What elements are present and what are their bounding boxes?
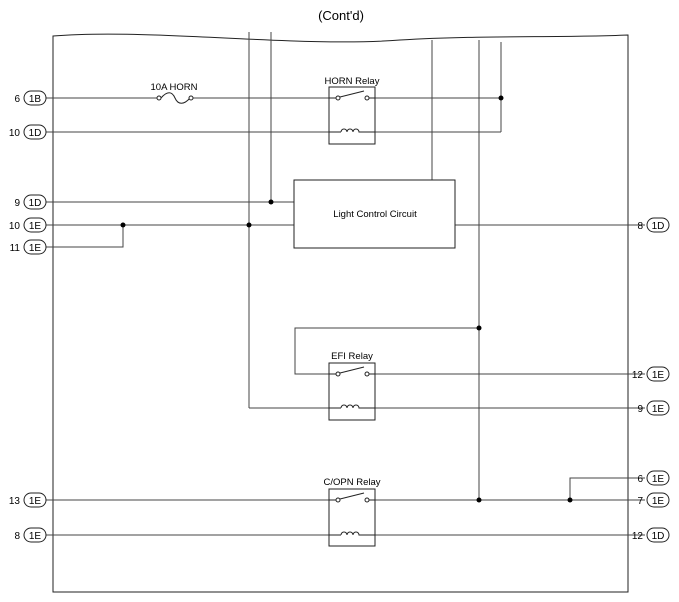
diagram-title: (Cont'd): [318, 8, 364, 23]
svg-text:1E: 1E: [652, 474, 665, 485]
svg-text:8: 8: [637, 221, 643, 232]
svg-text:1D: 1D: [652, 531, 665, 542]
horn-relay: [328, 86, 376, 145]
svg-text:6: 6: [14, 94, 20, 105]
light-control-label: Light Control Circuit: [333, 209, 417, 220]
left-connector-9-1d: 9 1D: [14, 194, 47, 210]
svg-text:1E: 1E: [652, 404, 665, 415]
svg-text:9: 9: [14, 198, 20, 209]
wire-1e6: [569, 477, 645, 500]
efi-relay-label: EFI Relay: [331, 351, 373, 362]
svg-text:1B: 1B: [29, 94, 42, 105]
horn-relay-label: HORN Relay: [325, 76, 380, 87]
right-connector-8-1d: 8 1D: [637, 217, 670, 233]
right-connector-12-1e: 12 1E: [632, 366, 670, 382]
svg-text:8: 8: [14, 531, 20, 542]
fuse-label: 10A HORN: [151, 82, 198, 93]
right-connector-9-1e: 9 1E: [637, 400, 670, 416]
left-connector-10-1d: 10 1D: [9, 124, 47, 140]
svg-text:1E: 1E: [652, 496, 665, 507]
left-connector-6-1b: 6 1B: [14, 90, 47, 106]
svg-text:12: 12: [632, 531, 644, 542]
right-connector-7-1e: 7 1E: [637, 492, 670, 508]
right-connector-12-1d: 12 1D: [632, 527, 670, 543]
svg-text:9: 9: [637, 404, 643, 415]
wire-1e11: [46, 225, 124, 248]
junction-block-frame: [52, 33, 629, 593]
fuse-10a-horn: [156, 92, 194, 104]
svg-text:11: 11: [10, 243, 21, 254]
svg-text:7: 7: [637, 496, 643, 507]
left-connector-8-1e: 8 1E: [14, 527, 47, 543]
copn-relay: [328, 488, 376, 547]
svg-text:12: 12: [632, 370, 644, 381]
left-connector-11-1e: 11 1E: [10, 239, 47, 255]
svg-text:1E: 1E: [652, 370, 665, 381]
light-control-circuit: [293, 179, 456, 249]
svg-text:1D: 1D: [29, 198, 42, 209]
left-connector-13-1e: 13 1E: [9, 492, 47, 508]
right-connector-6-1e: 6 1E: [637, 470, 670, 486]
svg-text:6: 6: [637, 474, 643, 485]
svg-text:1E: 1E: [29, 496, 42, 507]
svg-text:1D: 1D: [29, 128, 42, 139]
copn-relay-label: C/OPN Relay: [323, 477, 380, 488]
junction-dots: [120, 95, 573, 503]
svg-text:1D: 1D: [652, 221, 665, 232]
svg-text:10: 10: [9, 221, 21, 232]
svg-text:10: 10: [9, 128, 21, 139]
svg-text:1E: 1E: [29, 531, 42, 542]
left-connector-10-1e: 10 1E: [9, 217, 47, 233]
efi-relay: [328, 362, 376, 421]
wire-efi-loop: [294, 327, 479, 375]
svg-text:1E: 1E: [29, 243, 42, 254]
svg-text:13: 13: [9, 496, 21, 507]
svg-text:1E: 1E: [29, 221, 42, 232]
